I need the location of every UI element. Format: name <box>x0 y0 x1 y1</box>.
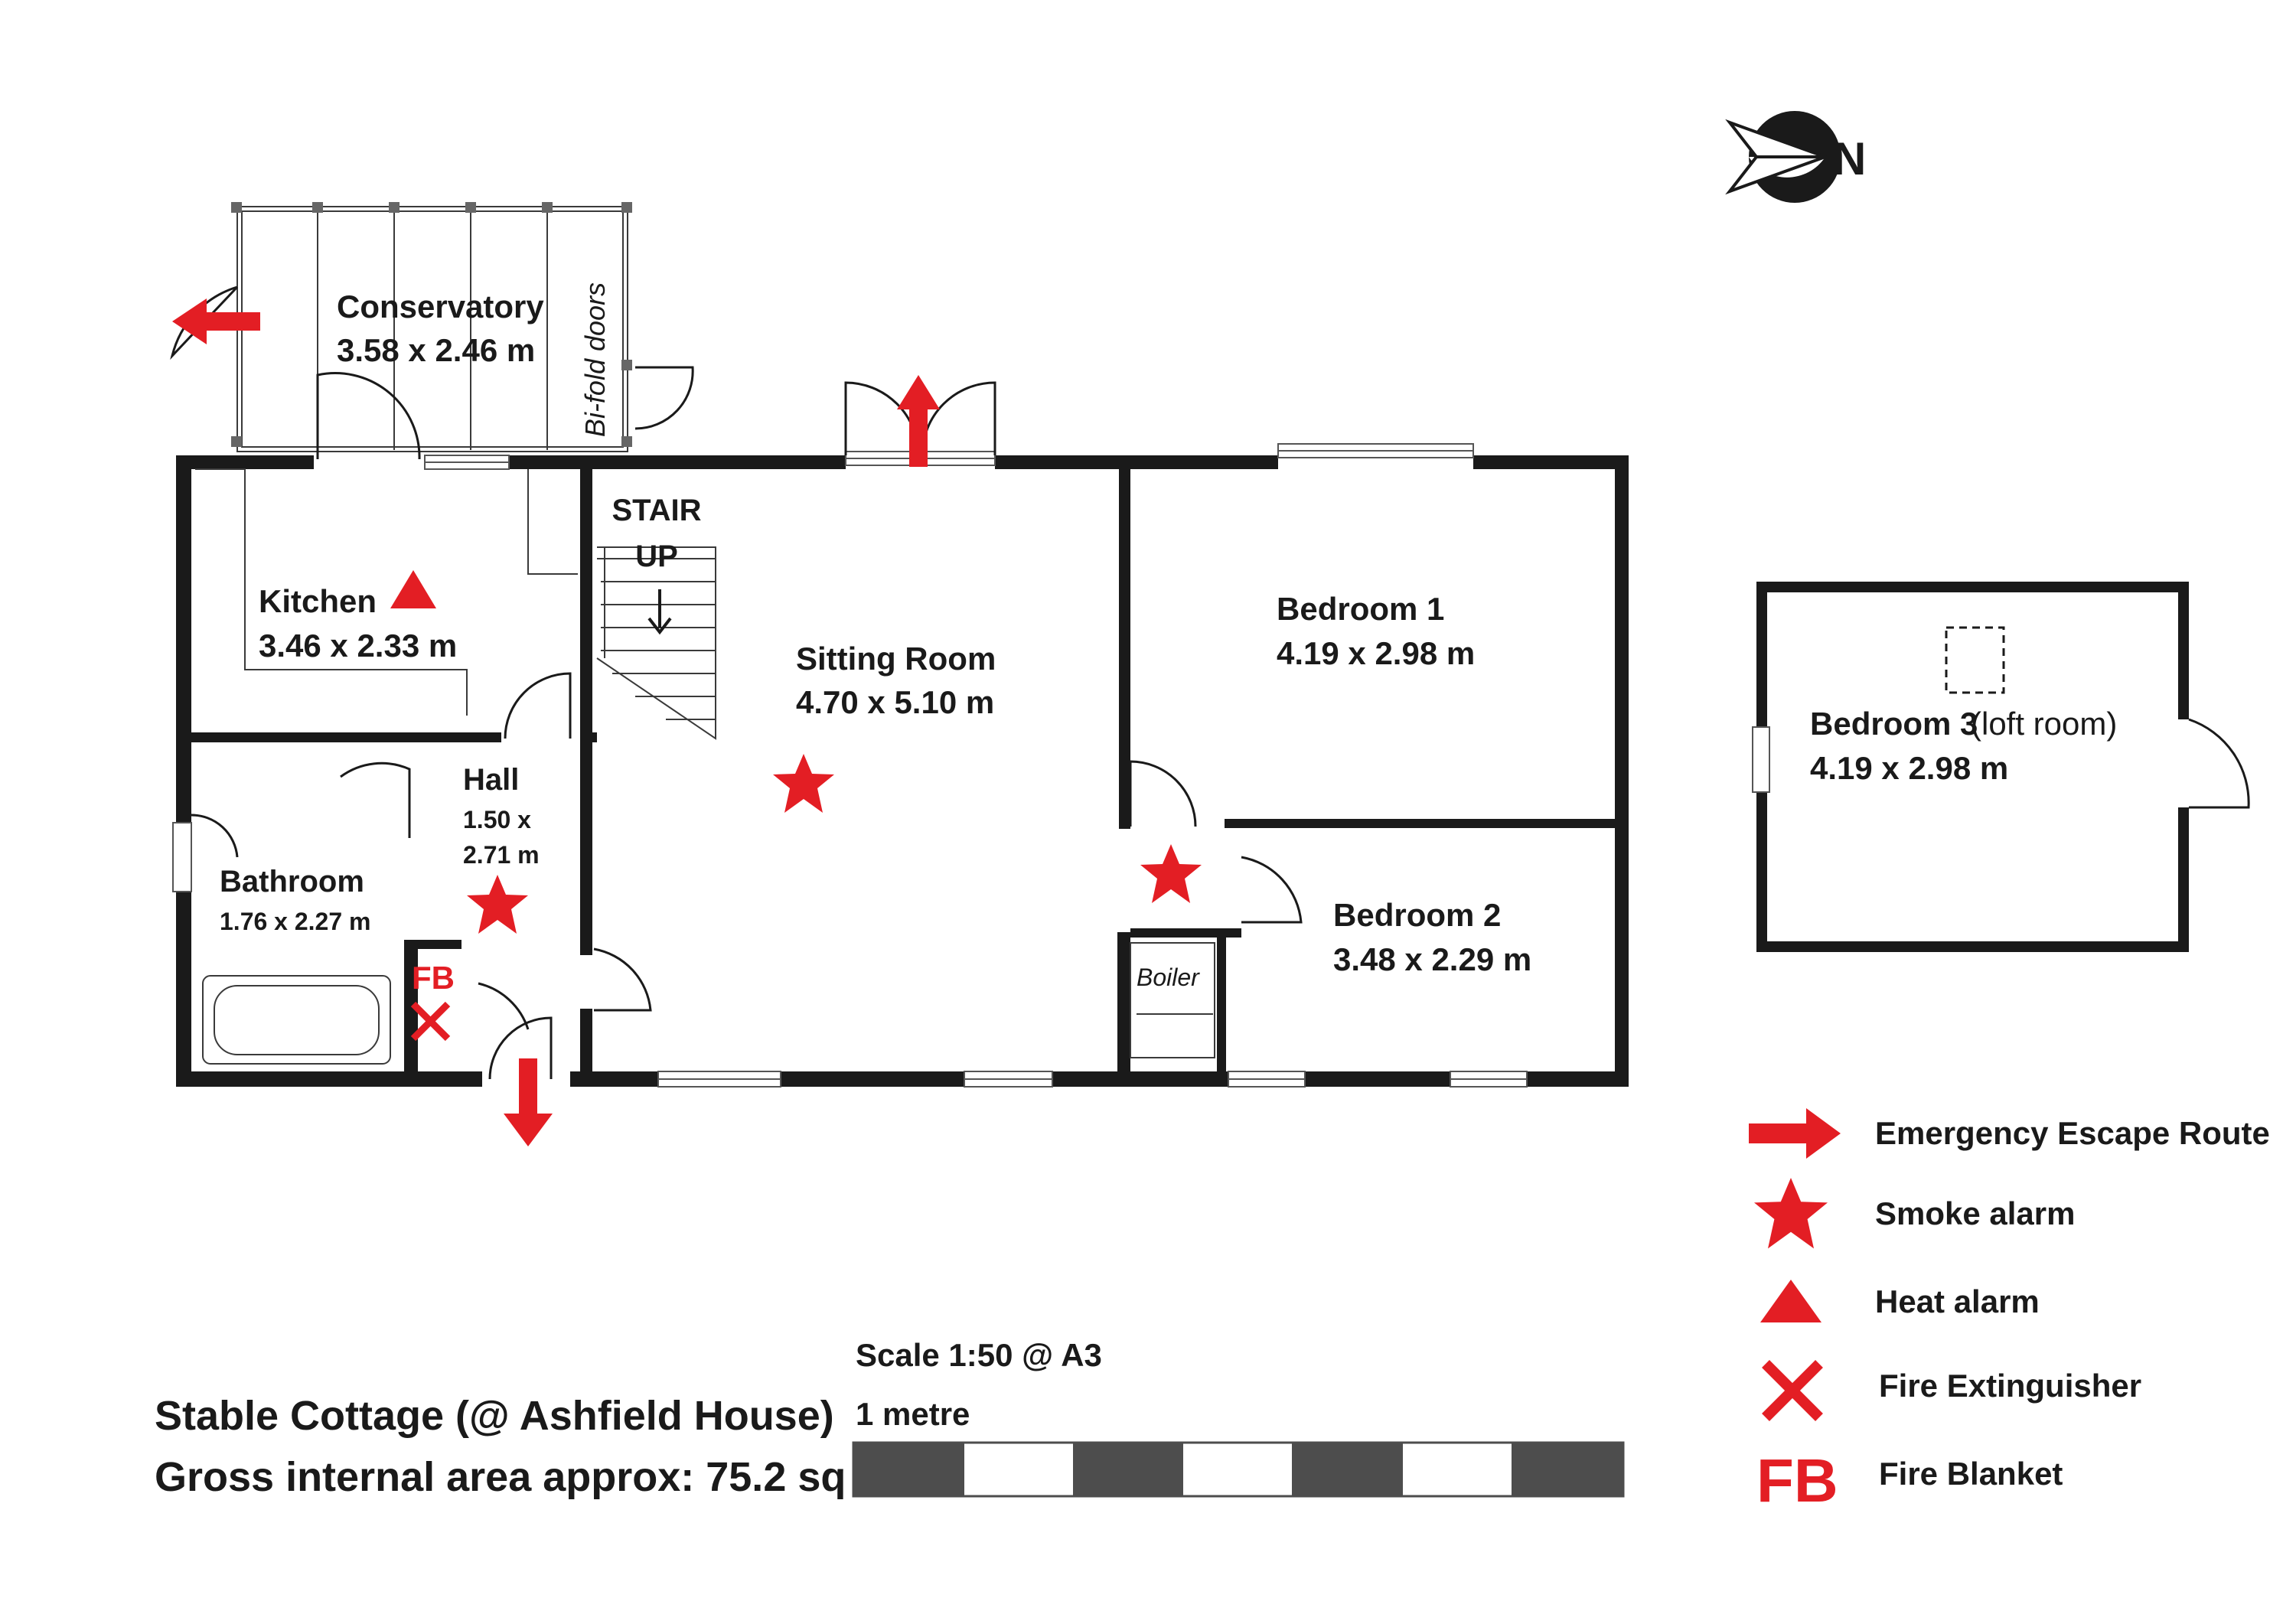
scale-unit-label: 1 metre <box>856 1396 970 1432</box>
fire-blanket-icon: FB <box>412 960 455 996</box>
bedroom3-name: Bedroom 3 <box>1810 706 1978 742</box>
north-compass-icon <box>1725 111 1841 203</box>
kitchen-name: Kitchen <box>259 583 377 619</box>
property-title: Stable Cottage (@ Ashfield House) <box>155 1393 834 1439</box>
bedroom2-name: Bedroom 2 <box>1333 897 1501 933</box>
smoke-alarm-icon <box>773 754 834 813</box>
hall-name: Hall <box>463 763 519 797</box>
conservatory-east-door <box>634 366 694 430</box>
bathroom-dims: 1.76 x 2.27 m <box>220 908 370 935</box>
scale-label: Scale 1:50 @ A3 <box>856 1337 1102 1373</box>
legend-label: Emergency Escape Route <box>1875 1115 2270 1151</box>
heat-alarm-icon <box>390 570 436 608</box>
main-walls <box>176 455 1629 1087</box>
escape-markers: FB <box>172 298 1202 1146</box>
fire-extinguisher-icon <box>1762 1360 1823 1421</box>
bedroom2-dims: 3.48 x 2.29 m <box>1333 941 1531 977</box>
escape-arrow-icon <box>897 375 940 467</box>
smoke-alarm-icon <box>1140 844 1202 903</box>
hall-dims-1: 1.50 x <box>463 806 531 833</box>
legend: Emergency Escape Route Smoke alarm Heat … <box>1749 1108 2270 1515</box>
loft-room <box>1752 582 2250 952</box>
conservatory-name: Conservatory <box>337 289 544 324</box>
sitting-room-dims: 4.70 x 5.10 m <box>796 684 994 720</box>
bathroom-name: Bathroom <box>220 865 364 898</box>
boiler-label: Boiler <box>1137 964 1200 991</box>
escape-arrow-icon <box>172 298 260 344</box>
stair-up-label: UP <box>635 540 678 573</box>
legend-item-heat: Heat alarm <box>1760 1280 2040 1322</box>
stair-label: STAIR <box>612 494 701 527</box>
scale-bar <box>852 1441 1625 1498</box>
bifold-doors-label: Bi-fold doors <box>579 282 611 437</box>
bedroom3-note: (loft room) <box>1971 706 2117 742</box>
conservatory-dims: 3.58 x 2.46 m <box>337 332 535 368</box>
staircase <box>596 546 716 740</box>
sitting-room-door-right <box>921 381 996 456</box>
legend-item-blanket: FB Fire Blanket <box>1756 1446 2063 1515</box>
heat-alarm-icon <box>1760 1280 1821 1322</box>
conservatory-structure <box>170 202 694 460</box>
escape-arrow-icon <box>504 1058 553 1146</box>
sitting-room-name: Sitting Room <box>796 641 996 677</box>
legend-label: Fire Extinguisher <box>1879 1368 2141 1404</box>
gross-area: Gross internal area approx: 75.2 sq m <box>155 1454 894 1500</box>
legend-label: Heat alarm <box>1875 1283 2040 1319</box>
legend-item-smoke: Smoke alarm <box>1754 1178 2075 1249</box>
legend-item-escape: Emergency Escape Route <box>1749 1108 2270 1159</box>
fire-extinguisher-icon <box>410 1001 451 1042</box>
hall-dims-2: 2.71 m <box>463 841 540 869</box>
kitchen-dims: 3.46 x 2.33 m <box>259 628 457 664</box>
north-label: N <box>1833 133 1866 184</box>
legend-label: Smoke alarm <box>1875 1195 2075 1231</box>
smoke-alarm-icon <box>1754 1178 1828 1249</box>
kitchen-door <box>316 372 421 460</box>
legend-label: Fire Blanket <box>1879 1456 2063 1492</box>
windows <box>172 443 1528 1088</box>
bedroom1-dims: 4.19 x 2.98 m <box>1277 635 1475 671</box>
escape-arrow-icon <box>1749 1108 1841 1159</box>
legend-item-extinguisher: Fire Extinguisher <box>1762 1360 2141 1421</box>
fire-blanket-icon: FB <box>1756 1446 1838 1515</box>
bedroom3-dims: 4.19 x 2.98 m <box>1810 750 2008 786</box>
smoke-alarm-icon <box>467 875 528 934</box>
bedroom1-name: Bedroom 1 <box>1277 591 1444 627</box>
room-labels: Conservatory 3.58 x 2.46 m Bi-fold doors… <box>220 282 2117 991</box>
